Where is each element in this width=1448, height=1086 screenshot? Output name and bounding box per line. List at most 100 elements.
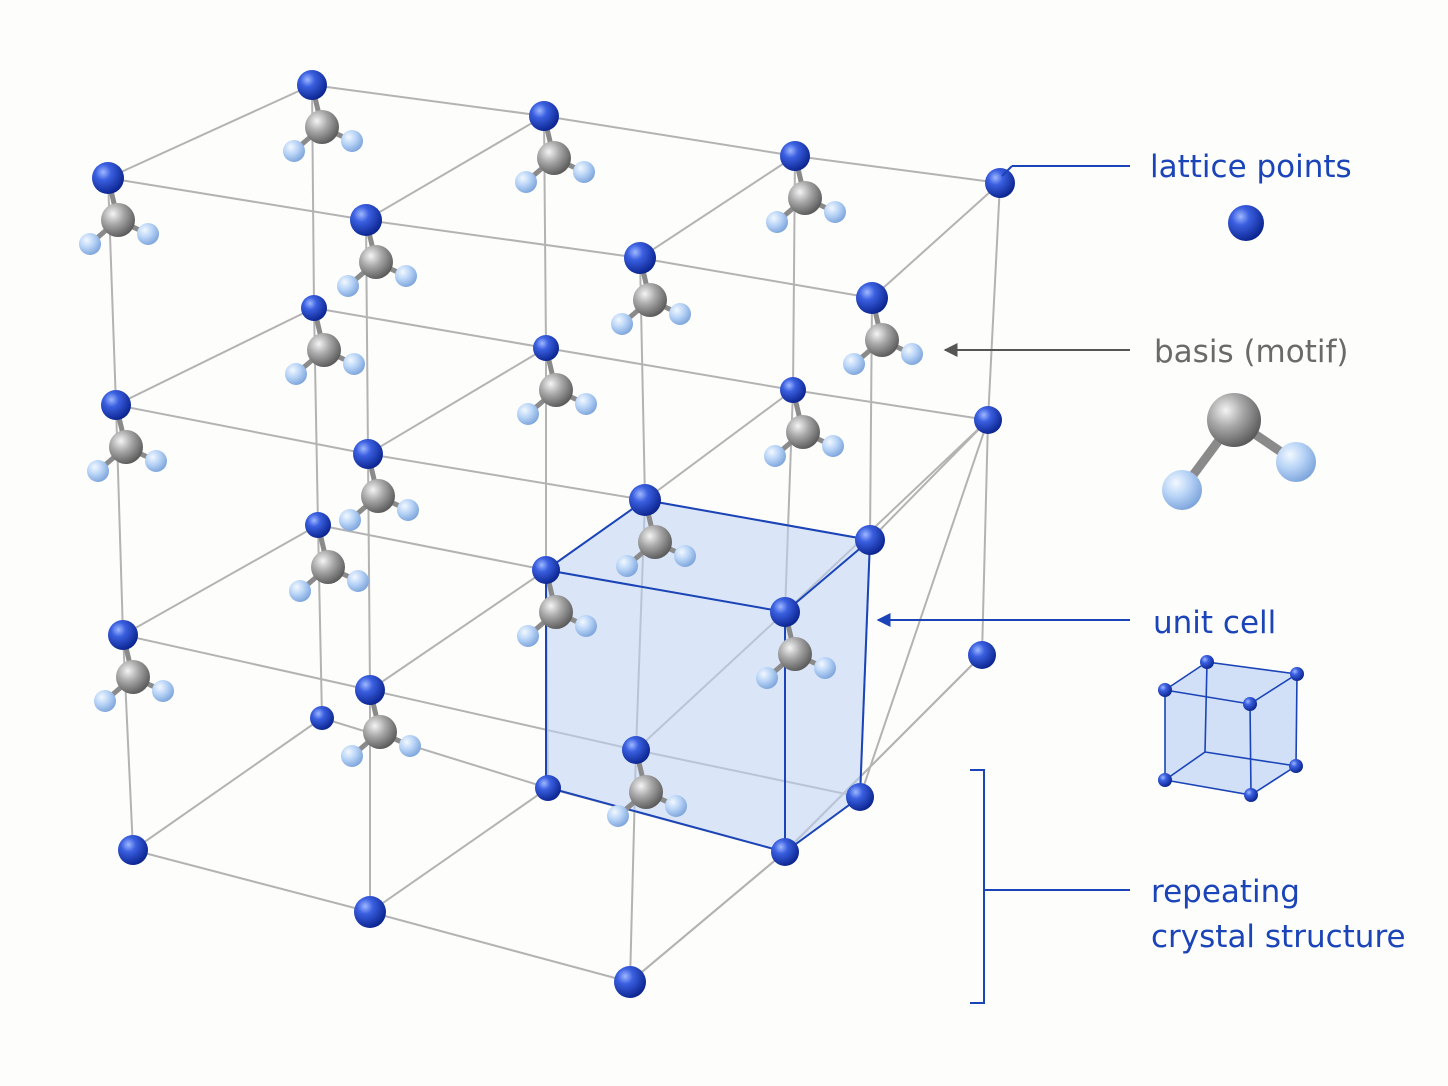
lattice-edge <box>639 257 873 299</box>
hydrogen-atom <box>814 657 836 679</box>
carbon-atom <box>116 660 150 694</box>
lattice-point <box>622 736 650 764</box>
lattice-edge <box>545 347 794 391</box>
lattice-point <box>629 484 661 516</box>
hydrogen-atom <box>347 570 369 592</box>
carbon-atom <box>361 479 395 513</box>
unit-cell-edges <box>545 499 871 853</box>
annotation-lattice-points <box>1001 165 1130 177</box>
lattice-edge <box>107 84 313 179</box>
basis-molecule <box>616 497 696 577</box>
lattice-edge <box>317 524 547 571</box>
lattice-point <box>92 162 124 194</box>
hydrogen-atom <box>515 171 537 193</box>
lattice-point <box>985 168 1015 198</box>
lattice-edge <box>311 84 545 117</box>
lattice-edge <box>367 347 547 455</box>
hydrogen-atom <box>289 580 311 602</box>
lattice-edge <box>122 524 319 636</box>
lattice-edge <box>313 307 547 349</box>
lattice-point <box>353 439 383 469</box>
lattice-point <box>297 70 327 100</box>
hydrogen-atom <box>397 499 419 521</box>
basis-molecule-icon <box>1162 393 1316 510</box>
lattice-edge <box>365 115 545 221</box>
unit-cell-cube-icon <box>1158 655 1304 802</box>
basis-molecule <box>289 522 369 602</box>
lattice-edge <box>107 177 367 221</box>
lattice-edge <box>859 419 989 798</box>
lattice-edge <box>629 851 786 983</box>
hydrogen-atom <box>607 805 629 827</box>
hydrogen-atom <box>669 303 691 325</box>
hydrogen-atom <box>145 450 167 472</box>
label-basis: basis (motif) <box>1154 334 1349 370</box>
carbon-atom <box>101 203 135 237</box>
hydrogen-atom <box>137 223 159 245</box>
basis-molecule <box>94 632 174 712</box>
lattice-point <box>771 838 799 866</box>
hydrogen-atom <box>343 353 365 375</box>
hydrogen-atom <box>285 363 307 385</box>
basis-molecule <box>611 255 691 335</box>
lattice-point <box>855 525 885 555</box>
hydrogen-atom <box>341 130 363 152</box>
hydrogen-atom <box>575 393 597 415</box>
lattice-edge <box>132 849 371 913</box>
label-repeating: repeating <box>1151 874 1300 910</box>
lattice-edge <box>115 404 369 455</box>
lattice-edge <box>365 219 641 259</box>
basis-molecule <box>285 305 365 385</box>
hydrogen-atom <box>824 201 846 223</box>
lattice-point <box>305 512 331 538</box>
basis-molecule <box>515 113 595 193</box>
lattice-point <box>974 406 1002 434</box>
lattice-point <box>108 620 138 650</box>
hydrogen-atom <box>517 625 539 647</box>
carbon-atom <box>109 430 143 464</box>
lattice-point <box>780 377 806 403</box>
lattice-edge <box>369 911 631 983</box>
lattice-edge <box>792 389 989 421</box>
lattice-point-sphere-icon <box>1228 205 1264 241</box>
lattice-point <box>624 242 656 274</box>
lattice-edge <box>794 155 1001 184</box>
lattice-point <box>535 775 561 801</box>
hydrogen-atom <box>79 233 101 255</box>
lattice-point <box>614 966 646 998</box>
lattice-edge <box>122 634 371 691</box>
lattice-point <box>354 896 386 928</box>
carbon-atom <box>539 595 573 629</box>
lattice-points <box>92 70 1015 998</box>
carbon-atom <box>359 245 393 279</box>
basis-molecule <box>339 451 419 531</box>
lattice-edge <box>871 182 1001 299</box>
hydrogen-atom <box>843 353 865 375</box>
lattice-point <box>101 390 131 420</box>
carbon-atom <box>363 715 397 749</box>
lattice-edge <box>644 389 794 501</box>
basis-molecule <box>756 609 836 689</box>
carbon-atom <box>788 181 822 215</box>
hydrogen-atom <box>764 445 786 467</box>
hydrogen-atom <box>152 680 174 702</box>
hydrogen-atom <box>399 735 421 757</box>
lattice-point <box>355 675 385 705</box>
lattice-edge <box>543 115 796 157</box>
lattice-point <box>118 835 148 865</box>
lattice-point <box>532 556 560 584</box>
lattice-edge <box>369 569 547 691</box>
basis-molecule <box>517 345 597 425</box>
lattice-point <box>533 335 559 361</box>
label-crystal-structure: crystal structure <box>1151 919 1406 955</box>
hydrogen-atom <box>611 313 633 335</box>
lattice-edge <box>869 419 989 541</box>
lattice-edge <box>321 717 549 789</box>
lattice-point <box>856 282 888 314</box>
hydrogen-atom <box>337 275 359 297</box>
annotation-repeating-bracket <box>970 769 1130 1004</box>
lattice-point <box>770 597 800 627</box>
unit-cell-highlight <box>546 500 870 852</box>
carbon-atom <box>786 415 820 449</box>
